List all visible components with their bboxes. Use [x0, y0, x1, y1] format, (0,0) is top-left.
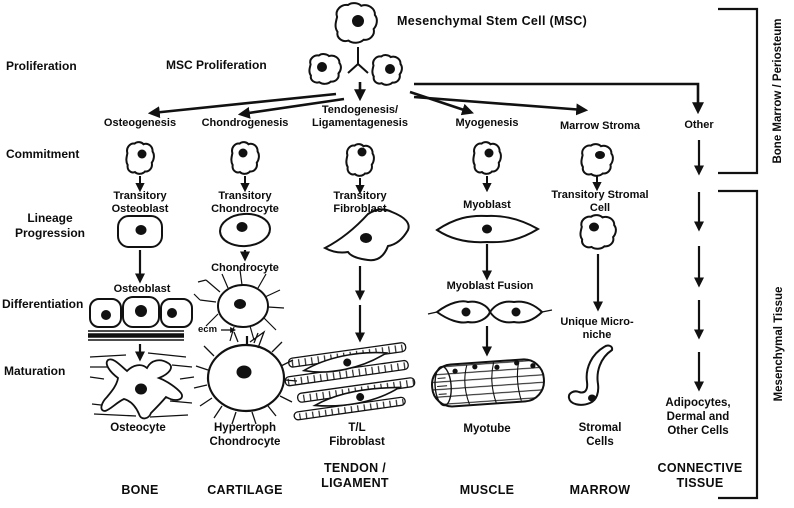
other-label: Other [684, 119, 714, 131]
osteogenesis-label: Osteogenesis [103, 117, 177, 129]
msc-cell-cluster-drawing [309, 3, 401, 85]
myotube-label: Myotube [463, 423, 511, 435]
fan-arrows [147, 82, 704, 119]
myoblast-label: Myoblast [463, 199, 511, 211]
bone-marrow-bracket [718, 7, 759, 175]
chondrocyte-label: Chondrocyte [211, 262, 279, 274]
transitory-cells-drawing [117, 209, 616, 343]
stromal-cell-drawing [567, 344, 614, 406]
osteoblast-label: Osteoblast [113, 283, 171, 295]
msc-proliferation-label: MSC Proliferation [166, 58, 267, 72]
transitory-chondrocyte-label: Transitory Chondrocyte [211, 190, 279, 215]
side-brackets [718, 7, 759, 500]
stage-proliferation-label: Proliferation [6, 59, 77, 73]
myogenesis-label: Myogenesis [455, 117, 519, 129]
diagram-title: Mesenchymal Stem Cell (MSC) [397, 14, 588, 28]
tendon-ligament-drawing [284, 342, 416, 421]
stage-commitment-label: Commitment [6, 147, 80, 161]
mesenchymal-tissue-label: Mesenchymal Tissue [773, 286, 785, 402]
marrow-stroma-label: Marrow Stroma [559, 120, 641, 132]
marrow-tissue-label: MARROW [569, 483, 631, 497]
adipocytes-dermal-other-label: Adipocytes, Dermal and Other Cells [665, 397, 731, 437]
osteocyte-label: Osteocyte [110, 422, 166, 434]
bone-marrow-periosteum-label: Bone Marrow / Periosteum [772, 18, 784, 164]
cartilage-tissue-label: CARTILAGE [207, 483, 283, 497]
transitory-fibroblast-label: Transitory Fibroblast [333, 190, 387, 215]
muscle-tissue-label: MUSCLE [459, 483, 515, 497]
chondrogenesis-label: Chondrogenesis [201, 117, 289, 129]
osteocyte-drawing [89, 352, 195, 420]
stromal-cells-label: Stromal Cells [578, 422, 622, 448]
connective-tissue-label: CONNECTIVE TISSUE [657, 461, 743, 490]
ecm-annotation: ecm [198, 324, 218, 335]
msc-division-branch [347, 47, 369, 74]
unique-micro-niche-label: Unique Micro-niche [560, 316, 634, 341]
mesenchymal-tissue-bracket [718, 189, 759, 500]
chondrocyte-ecm-drawing [193, 269, 285, 355]
osteoblast-tissue-drawing [88, 296, 193, 362]
tl-fibroblast-label: T/L Fibroblast [329, 422, 385, 448]
hypertroph-chondrocyte-label: Hypertroph Chondrocyte [209, 422, 281, 448]
transitory-stromal-cell-shape [580, 215, 615, 249]
tendon-ligament-tissue-label: TENDON / LIGAMENT [321, 461, 389, 490]
bone-tissue-label: BONE [121, 483, 159, 497]
stage-lineage-progression-label: Lineage Progression [14, 211, 86, 240]
stage-differentiation-label: Differentiation [2, 297, 84, 311]
transitory-stromal-cell-label: Transitory Stromal Cell [551, 189, 649, 214]
commitment-cells-drawing [126, 142, 613, 195]
hypertrophic-chondrocyte-drawing [193, 330, 298, 425]
tendogenesis-ligamentagenesis-label: Tendogenesis/ Ligamentagenesis [312, 104, 408, 129]
stage-maturation-label: Maturation [4, 364, 66, 378]
transitory-osteoblast-label: Transitory Osteoblast [111, 190, 169, 215]
myoblast-fusion-drawing [427, 300, 553, 357]
myotube-drawing [431, 358, 545, 408]
myoblast-fusion-label: Myoblast Fusion [446, 280, 534, 292]
